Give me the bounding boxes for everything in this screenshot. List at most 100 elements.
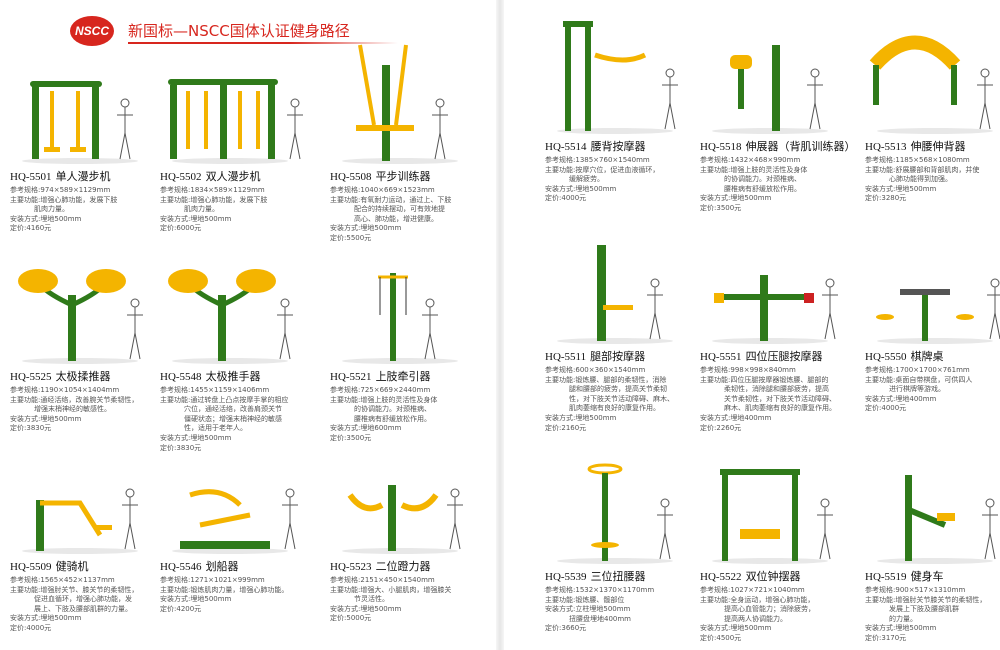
function-line: 主要功能:增强心肺功能，发展下肢 (160, 195, 268, 204)
product-spec: 1565×452×1137mm (40, 576, 115, 584)
function-line: 主要功能:桌面自带棋盘，可供四人 (865, 375, 973, 384)
install-line: 安装方式:埋地500mm (160, 595, 232, 604)
function-line: 腰椎病有舒缓放松作用。 (354, 414, 431, 423)
product-code: HQ-5509 (10, 561, 52, 573)
install-line: 安装方式:埋地500mm (160, 214, 232, 223)
product-code: HQ-5519 (865, 571, 907, 583)
product-price: 3280元 (881, 194, 907, 203)
product-price: 6000元 (176, 224, 202, 233)
product-price: 3500元 (346, 433, 372, 442)
function-line: 僵硬状态；增强末梢神经的敏感 (184, 414, 282, 423)
product-name: 单人漫步机 (55, 170, 111, 183)
price-line: 定价:3660元 (545, 624, 587, 633)
page-spine (496, 0, 504, 650)
install-line: 安装方式:埋地500mm (700, 194, 772, 203)
product-spec: 1271×1021×999mm (190, 576, 265, 584)
product-spec: 1700×1700×761mm (895, 366, 970, 374)
spec-line: 参考规格:1040×669×1523mm (330, 186, 435, 194)
function-line: 心肺功能得到加强。 (889, 175, 952, 184)
product-code: HQ-5508 (330, 171, 372, 183)
catalog-header: NSCC 新国标—NSCC国体认证健身路径 (70, 14, 400, 50)
product-name: 二位蹬力器 (375, 560, 431, 573)
price-line: 定价:3500元 (700, 203, 742, 212)
function-line: 提高两人协调能力。 (724, 614, 787, 623)
install-line: 安装方式:埋地500mm (545, 413, 617, 422)
function-line: 的协调能力。对颈椎病、 (724, 175, 801, 184)
product-name: 健身车 (910, 570, 944, 583)
function-line: 关节柔韧性，对下肢关节活动障碍、 (724, 394, 836, 403)
equipment-illustration (160, 265, 320, 365)
spec-line: 参考规格:1834×589×1129mm (160, 186, 265, 194)
function-line: 主要功能:有氧耐力运动，通过上、下肢 (330, 195, 452, 204)
function-line: 麻木、肌肉萎缩有良好的康复作用。 (724, 404, 836, 413)
product-spec: 1040×669×1523mm (360, 186, 435, 194)
function-line: 的力量。 (889, 614, 917, 623)
product-code: HQ-5514 (545, 141, 587, 153)
spec-line: 参考规格:1700×1700×761mm (865, 366, 970, 374)
product-price: 3500元 (716, 203, 742, 212)
product-code: HQ-5502 (160, 171, 202, 183)
function-line: 柔韧性，消除腿和腰部疲劳，提高 (724, 385, 829, 394)
equipment-illustration (865, 10, 1000, 135)
spec-line: 参考规格:974×589×1129mm (10, 186, 111, 194)
price-line: 定价:4160元 (10, 224, 52, 233)
function-line: 主要功能:增强大、小腿肌肉，增强膝关 (330, 585, 452, 594)
function-line: 缓解疲劳。 (569, 175, 604, 184)
function-line: 配合的持续摆动，可有效地提 (354, 205, 445, 214)
product-price: 2260元 (716, 423, 742, 432)
function-line: 腿和腰部的疲劳，提高关节柔韧 (569, 385, 667, 394)
spec-line: 参考规格:1565×452×1137mm (10, 576, 115, 584)
function-line: 主要功能:舒展腰部和背部肌肉，并使 (865, 165, 980, 174)
function-line: 主要功能:增强肘关节膝关节的柔韧性， (865, 595, 987, 604)
product-price: 5500元 (346, 233, 372, 242)
price-line: 定价:4000元 (545, 194, 587, 203)
equipment-illustration (160, 30, 320, 165)
product-code: HQ-5539 (545, 571, 587, 583)
product-price: 4000元 (881, 404, 907, 413)
product-spec: 725×669×2440mm (360, 386, 431, 394)
product-code: HQ-5546 (160, 561, 202, 573)
function-line: 主要功能:锻炼肌肉力量，增强心肺功能。 (160, 585, 289, 594)
product-price: 3170元 (881, 633, 907, 642)
product-name: 腰背按摩器 (590, 140, 646, 153)
product-code: HQ-5522 (700, 571, 742, 583)
spec-line: 参考规格:2151×450×1540mm (330, 576, 435, 584)
spec-line: 参考规格:998×998×840mm (700, 366, 796, 374)
product-spec: 998×998×840mm (730, 366, 796, 374)
install-line: 安装方式:埋地500mm (10, 414, 82, 423)
product-price: 4000元 (26, 623, 52, 632)
product-name: 伸腰伸背器 (910, 140, 966, 153)
install-line: 扭腰盘埋地400mm (569, 614, 631, 623)
price-line: 定价:2260元 (700, 423, 742, 432)
function-line: 主要功能:全身运动，增强心肺功能， (700, 595, 815, 604)
price-line: 定价:3830元 (10, 424, 52, 433)
product-code: HQ-5523 (330, 561, 372, 573)
install-line: 安装方式:埋地500mm (10, 214, 82, 223)
function-line: 性，对下肢关节活动障碍、麻木、 (569, 394, 674, 403)
function-line: 促进血循环，增强心肺功能，发 (34, 595, 132, 604)
product-price: 4200元 (176, 604, 202, 613)
spec-line: 参考规格:1532×1370×1170mm (545, 586, 655, 594)
function-line: 高心、肺功能，增进健康。 (354, 214, 438, 223)
function-line: 主要功能:增强肘关节、膝关节的柔韧性， (10, 585, 139, 594)
product-price: 4500元 (716, 633, 742, 642)
product-name: 划船器 (205, 560, 239, 573)
function-line: 主要功能:四位压腿按摩器锻炼腰、腿部的 (700, 375, 829, 384)
install-line: 安装方式:埋地500mm (160, 433, 232, 442)
